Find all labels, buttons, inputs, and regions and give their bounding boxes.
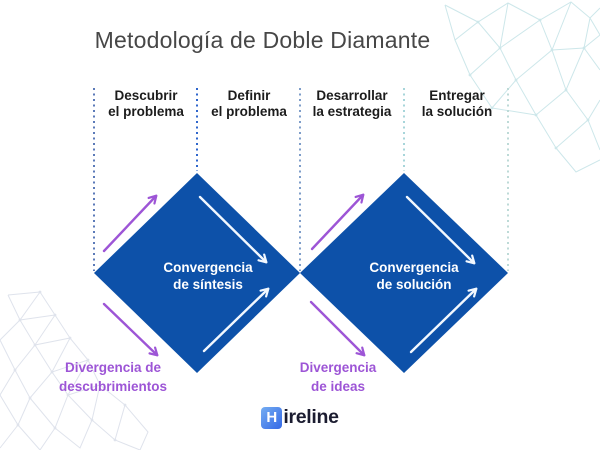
divergence-label-line: descubrimientos (58, 379, 168, 394)
phase-label-line: el problema (211, 104, 287, 119)
divergence-label-descubrimientos: Divergencia de descubrimientos (33, 358, 193, 396)
hireline-logo-wordmark: ireline (283, 406, 339, 428)
divergence-label-line: Divergencia de (64, 360, 162, 375)
convergence-label-line: Convergencia (369, 260, 459, 275)
network-mesh-top-right (444, 1, 600, 173)
divergence-label-ideas: Divergencia de ideas (258, 358, 418, 396)
phase-label-line: Entregar (429, 88, 485, 103)
phase-label-line: Desarrollar (316, 88, 388, 103)
divergence-arrow-up-right-diamond (310, 193, 365, 251)
phase-label-line: la solución (421, 104, 493, 119)
phase-label-line: el problema (108, 104, 184, 119)
divergence-arrow-up-left-diamond (102, 194, 158, 253)
phase-label-definir: Definir el problema (189, 88, 309, 120)
diamond-discover-define (94, 173, 300, 373)
convergence-arrow-top-left-diamond (198, 195, 268, 264)
phase-label-descubrir: Descubrir el problema (86, 88, 206, 120)
divergence-arrows (102, 193, 366, 357)
mesh-dots (13, 290, 127, 442)
phase-label-entregar: Entregar la solución (397, 88, 517, 120)
page-title: Metodología de Doble Diamante (94, 27, 431, 53)
phase-label-desarrollar: Desarrollar la estrategia (292, 88, 412, 120)
diamond-develop-deliver (300, 173, 508, 373)
convergence-arrows (198, 195, 478, 354)
hireline-logo: H ireline (0, 406, 600, 429)
divergence-arrow-down-right-diamond (309, 300, 366, 357)
divergence-label-line: de ideas (310, 379, 366, 394)
convergence-label-line: de síntesis (173, 277, 243, 292)
convergence-label-sintesis: Convergencia de síntesis (138, 259, 278, 293)
divergence-arrow-down-left-diamond (102, 302, 159, 357)
convergence-label-line: Convergencia (163, 260, 253, 275)
divergence-label-line: Divergencia (299, 360, 377, 375)
convergence-arrow-bottom-left-diamond (202, 287, 270, 353)
phase-label-line: la estrategia (312, 104, 392, 119)
convergence-arrow-bottom-right-diamond (409, 287, 478, 354)
hireline-logo-mark: H (261, 406, 283, 429)
convergence-label-solucion: Convergencia de solución (344, 259, 484, 293)
convergence-label-line: de solución (376, 277, 452, 292)
mesh-dots (468, 18, 590, 150)
convergence-arrow-top-right-diamond (405, 195, 476, 265)
network-mesh-bottom-left (0, 290, 149, 450)
phase-label-line: Definir (227, 88, 271, 103)
phase-label-line: Descubrir (114, 88, 178, 103)
